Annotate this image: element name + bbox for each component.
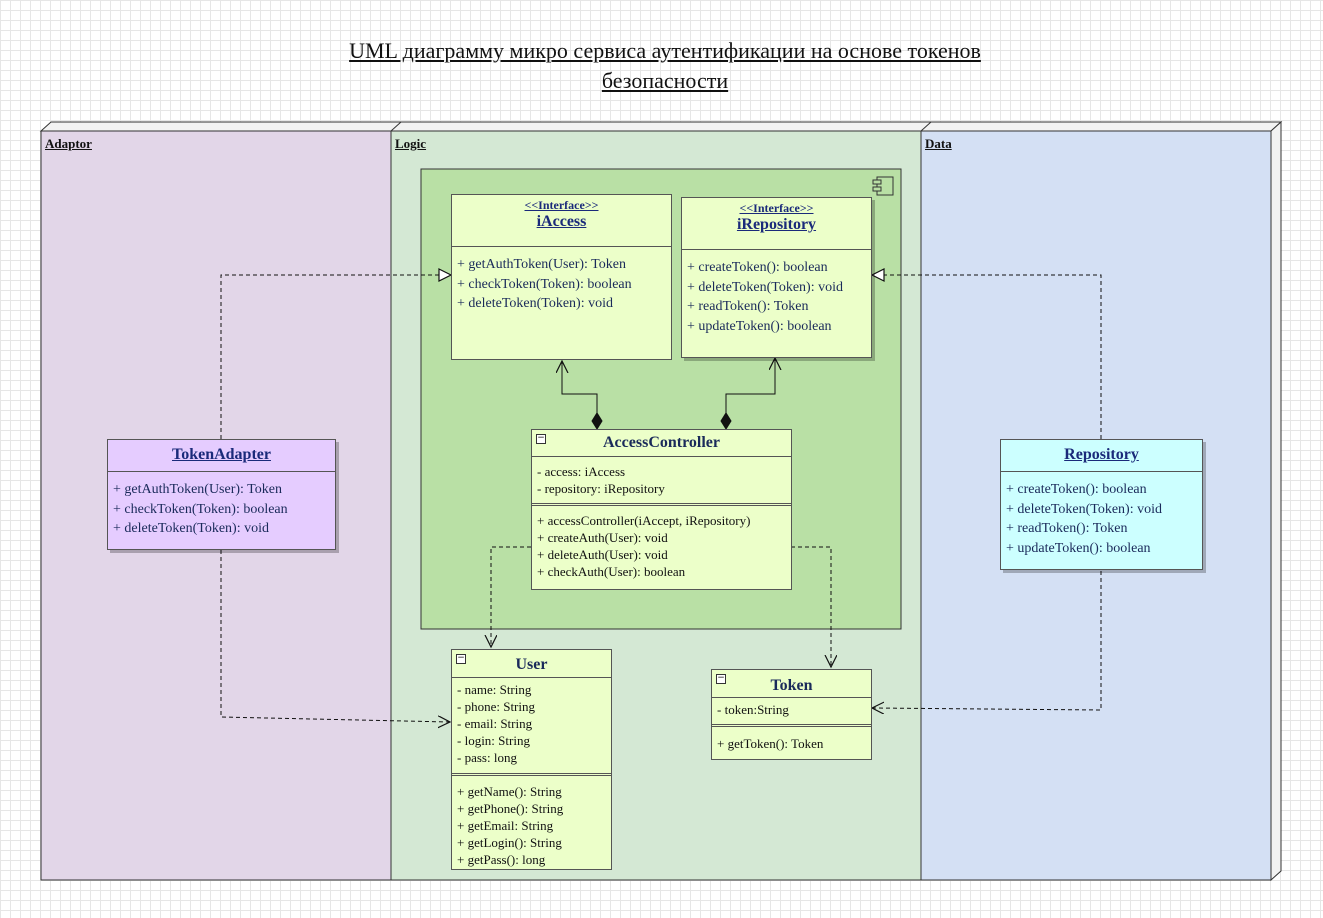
component-icon: [872, 176, 894, 196]
tokenadapter-header: TokenAdapter: [108, 440, 335, 471]
iaccess-op: + deleteToken(Token): void: [457, 296, 613, 311]
collapse-icon[interactable]: −: [456, 653, 466, 664]
accesscontroller-operations: + accessController(iAccept, iRepository)…: [532, 503, 791, 580]
token-attributes: - token:String: [712, 697, 871, 724]
iaccess-op: + checkToken(Token): boolean: [457, 276, 632, 292]
token-attr: - token:String: [717, 702, 789, 717]
irepository-op: + readToken(): Token: [687, 299, 809, 314]
user-op: + getLogin(): String: [457, 835, 562, 850]
user-header: − User: [452, 650, 611, 677]
diagram-title: UML диаграмму микро сервиса аутентификац…: [300, 36, 1030, 96]
tokenadapter-op: + getAuthToken(User): Token: [113, 482, 282, 497]
iaccess-op: + getAuthToken(User): Token: [457, 257, 626, 272]
user-attr: - name: String: [457, 682, 532, 697]
irepository-stereotype: <<Interface>>: [739, 201, 814, 215]
irepository-header: <<Interface>> iRepository: [682, 198, 871, 249]
collapse-icon[interactable]: −: [536, 433, 546, 444]
dependency-controller-user: [491, 546, 531, 647]
accesscontroller-class[interactable]: − AccessController - access: iAccess - r…: [531, 429, 792, 590]
irepository-interface[interactable]: <<Interface>> iRepository + createToken(…: [681, 197, 872, 358]
tokenadapter-op: + deleteToken(Token): void: [113, 521, 269, 536]
token-name: Token: [770, 677, 813, 694]
user-op: + getName(): String: [457, 784, 562, 799]
repository-name: Repository: [1064, 446, 1139, 463]
accesscontroller-op: + accessController(iAccept, iRepository): [537, 513, 751, 528]
user-class[interactable]: − User - name: String - phone: String - …: [451, 649, 612, 870]
pool-top-face: [39, 121, 1283, 132]
user-attr: - pass: long: [457, 750, 517, 765]
token-operations: + getToken(): Token: [712, 724, 871, 752]
iaccess-operations: + getAuthToken(User): Token + checkToken…: [452, 246, 671, 314]
accesscontroller-header: − AccessController: [532, 430, 791, 456]
pool-right-face: [1270, 120, 1282, 882]
realization-repository-irepository: [870, 268, 1102, 439]
user-op: + getPhone(): String: [457, 801, 564, 816]
irepository-name: iRepository: [736, 216, 817, 233]
repository-op: + createToken(): boolean: [1006, 482, 1147, 497]
repository-header: Repository: [1001, 440, 1202, 471]
iaccess-stereotype: <<Interface>>: [524, 198, 599, 212]
collapse-icon[interactable]: −: [716, 673, 726, 684]
title-line-1: UML диаграмму микро сервиса аутентификац…: [349, 38, 981, 63]
irepository-op: + deleteToken(Token): void: [687, 279, 843, 295]
lane-label-logic: Logic: [395, 136, 427, 151]
realization-tokenadapter-iaccess: [220, 268, 453, 439]
user-operations: + getName(): String + getPhone(): String…: [452, 773, 611, 868]
token-header: − Token: [712, 670, 871, 697]
token-class[interactable]: − Token - token:String + getToken(): Tok…: [711, 669, 872, 760]
repository-op: + readToken(): Token: [1006, 521, 1128, 536]
lane-label-data: Data: [925, 136, 952, 151]
tokenadapter-op: + checkToken(Token): boolean: [113, 501, 288, 517]
user-op: + getEmail: String: [457, 818, 554, 833]
user-attributes: - name: String - phone: String - email: …: [452, 677, 611, 773]
tokenadapter-class[interactable]: TokenAdapter + getAuthToken(User): Token…: [107, 439, 336, 550]
accesscontroller-name: AccessController: [603, 434, 720, 451]
composition-controller-iaccess: [562, 361, 597, 429]
user-attr: - phone: String: [457, 699, 535, 714]
dependency-controller-token: [791, 546, 831, 667]
tokenadapter-operations: + getAuthToken(User): Token + checkToken…: [108, 471, 335, 539]
repository-op: + updateToken(): boolean: [1006, 540, 1151, 556]
user-op: + getPass(): long: [457, 852, 546, 867]
user-name: User: [515, 656, 548, 673]
repository-op: + deleteToken(Token): void: [1006, 501, 1162, 517]
accesscontroller-attr: - repository: iRepository: [537, 481, 665, 496]
accesscontroller-op: + deleteAuth(User): void: [537, 547, 668, 562]
iaccess-interface[interactable]: <<Interface>> iAccess + getAuthToken(Use…: [451, 194, 672, 360]
repository-class[interactable]: Repository + createToken(): boolean + de…: [1000, 439, 1203, 570]
token-op: + getToken(): Token: [717, 736, 824, 751]
irepository-operations: + createToken(): boolean + deleteToken(T…: [682, 249, 871, 336]
iaccess-header: <<Interface>> iAccess: [452, 195, 671, 246]
lane-label-adaptor: Adaptor: [45, 136, 92, 151]
user-attr: - email: String: [457, 716, 533, 731]
accesscontroller-attributes: - access: iAccess - repository: iReposit…: [532, 456, 791, 503]
repository-operations: + createToken(): boolean + deleteToken(T…: [1001, 471, 1202, 558]
iaccess-name: iAccess: [536, 213, 587, 230]
accesscontroller-attr: - access: iAccess: [537, 464, 626, 479]
accesscontroller-op: + createAuth(User): void: [537, 530, 668, 545]
composition-controller-irepository: [726, 358, 775, 429]
title-line-2: безопасности: [601, 68, 729, 93]
user-attr: - login: String: [457, 733, 530, 748]
irepository-op: + createToken(): boolean: [687, 260, 828, 275]
irepository-op: + updateToken(): boolean: [687, 318, 832, 334]
tokenadapter-name: TokenAdapter: [172, 446, 271, 463]
accesscontroller-op: + checkAuth(User): boolean: [537, 564, 686, 579]
